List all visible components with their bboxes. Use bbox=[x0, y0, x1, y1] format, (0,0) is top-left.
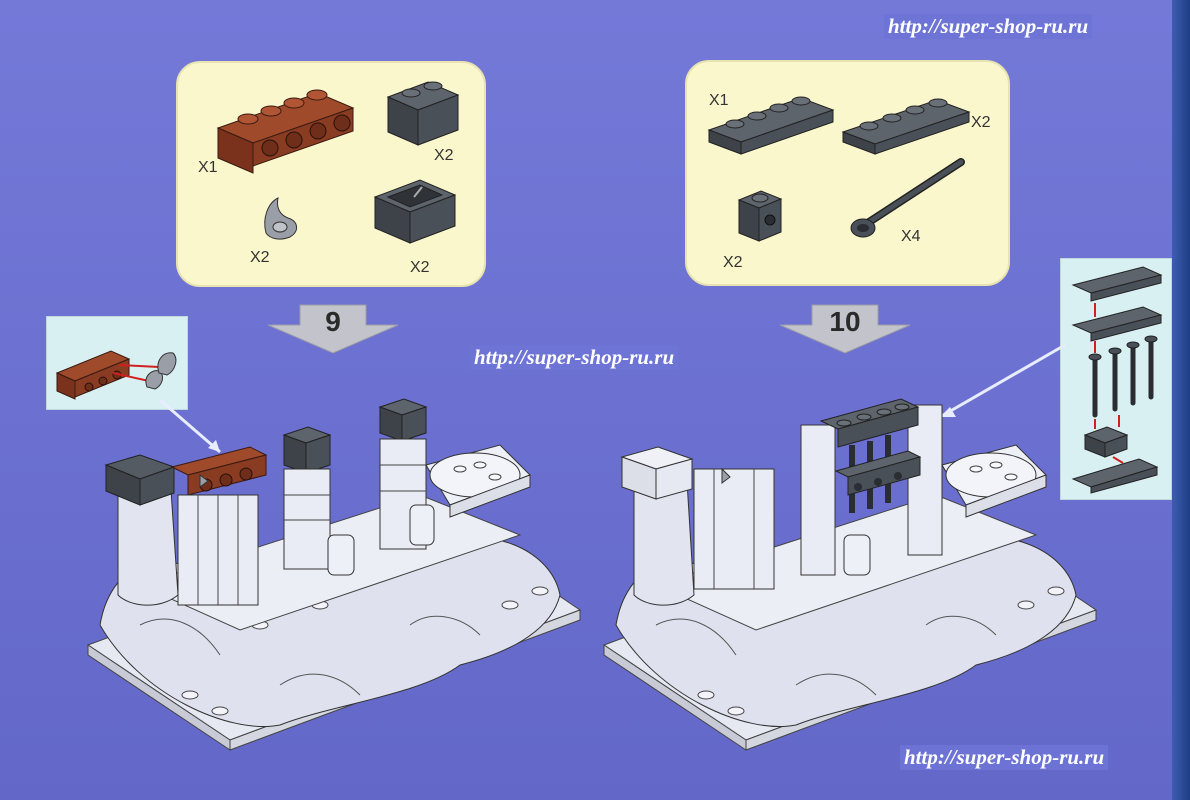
callout-pointer-10 bbox=[939, 343, 1066, 419]
detail-callout-step-9 bbox=[46, 316, 188, 410]
watermark-top[interactable]: http://super-shop-ru.ru bbox=[884, 14, 1093, 39]
watermark-middle[interactable]: http://super-shop-ru.ru bbox=[470, 345, 679, 370]
dark-grey-plate-icon bbox=[841, 98, 971, 155]
quantity-label: X2 bbox=[971, 114, 991, 131]
quantity-label: X2 bbox=[434, 147, 454, 164]
step-number-10: 10 bbox=[829, 306, 861, 337]
page-edge bbox=[1172, 0, 1190, 800]
parts-panel-step-9: X1 X2 X2 X2 bbox=[176, 61, 486, 287]
dark-grey-bar-icon bbox=[850, 158, 965, 238]
step-arrow-10 bbox=[779, 304, 911, 354]
quantity-label: X2 bbox=[410, 259, 430, 276]
grey-claw-icon bbox=[264, 197, 297, 240]
detail-callout-step-10 bbox=[1060, 258, 1172, 500]
quantity-label: X1 bbox=[709, 92, 729, 109]
claw-attachment-diagram bbox=[55, 350, 177, 400]
model-build-step-9 bbox=[86, 398, 582, 751]
step-number-9: 9 bbox=[325, 306, 341, 337]
callout-pointer-9 bbox=[159, 398, 221, 454]
quantity-label: X2 bbox=[250, 249, 270, 266]
dark-grey-brick-icon bbox=[386, 81, 460, 146]
watermark-bottom[interactable]: http://super-shop-ru.ru bbox=[900, 745, 1109, 770]
quantity-label: X4 bbox=[901, 228, 921, 245]
step-arrow-9 bbox=[267, 304, 399, 354]
hollow-dark-grey-brick-icon bbox=[373, 179, 457, 244]
dark-grey-round-hole-brick-icon bbox=[737, 190, 783, 242]
parts-panel-step-10: X1 X2 X2 X4 bbox=[685, 60, 1010, 286]
model-build-step-10 bbox=[602, 398, 1098, 751]
quantity-label: X2 bbox=[723, 254, 743, 271]
brown-bracket-plate-icon bbox=[216, 89, 355, 174]
dark-grey-bracket-plate-icon bbox=[707, 96, 835, 155]
bar-assembly-diagram bbox=[1071, 266, 1163, 494]
quantity-label: X1 bbox=[198, 159, 218, 176]
